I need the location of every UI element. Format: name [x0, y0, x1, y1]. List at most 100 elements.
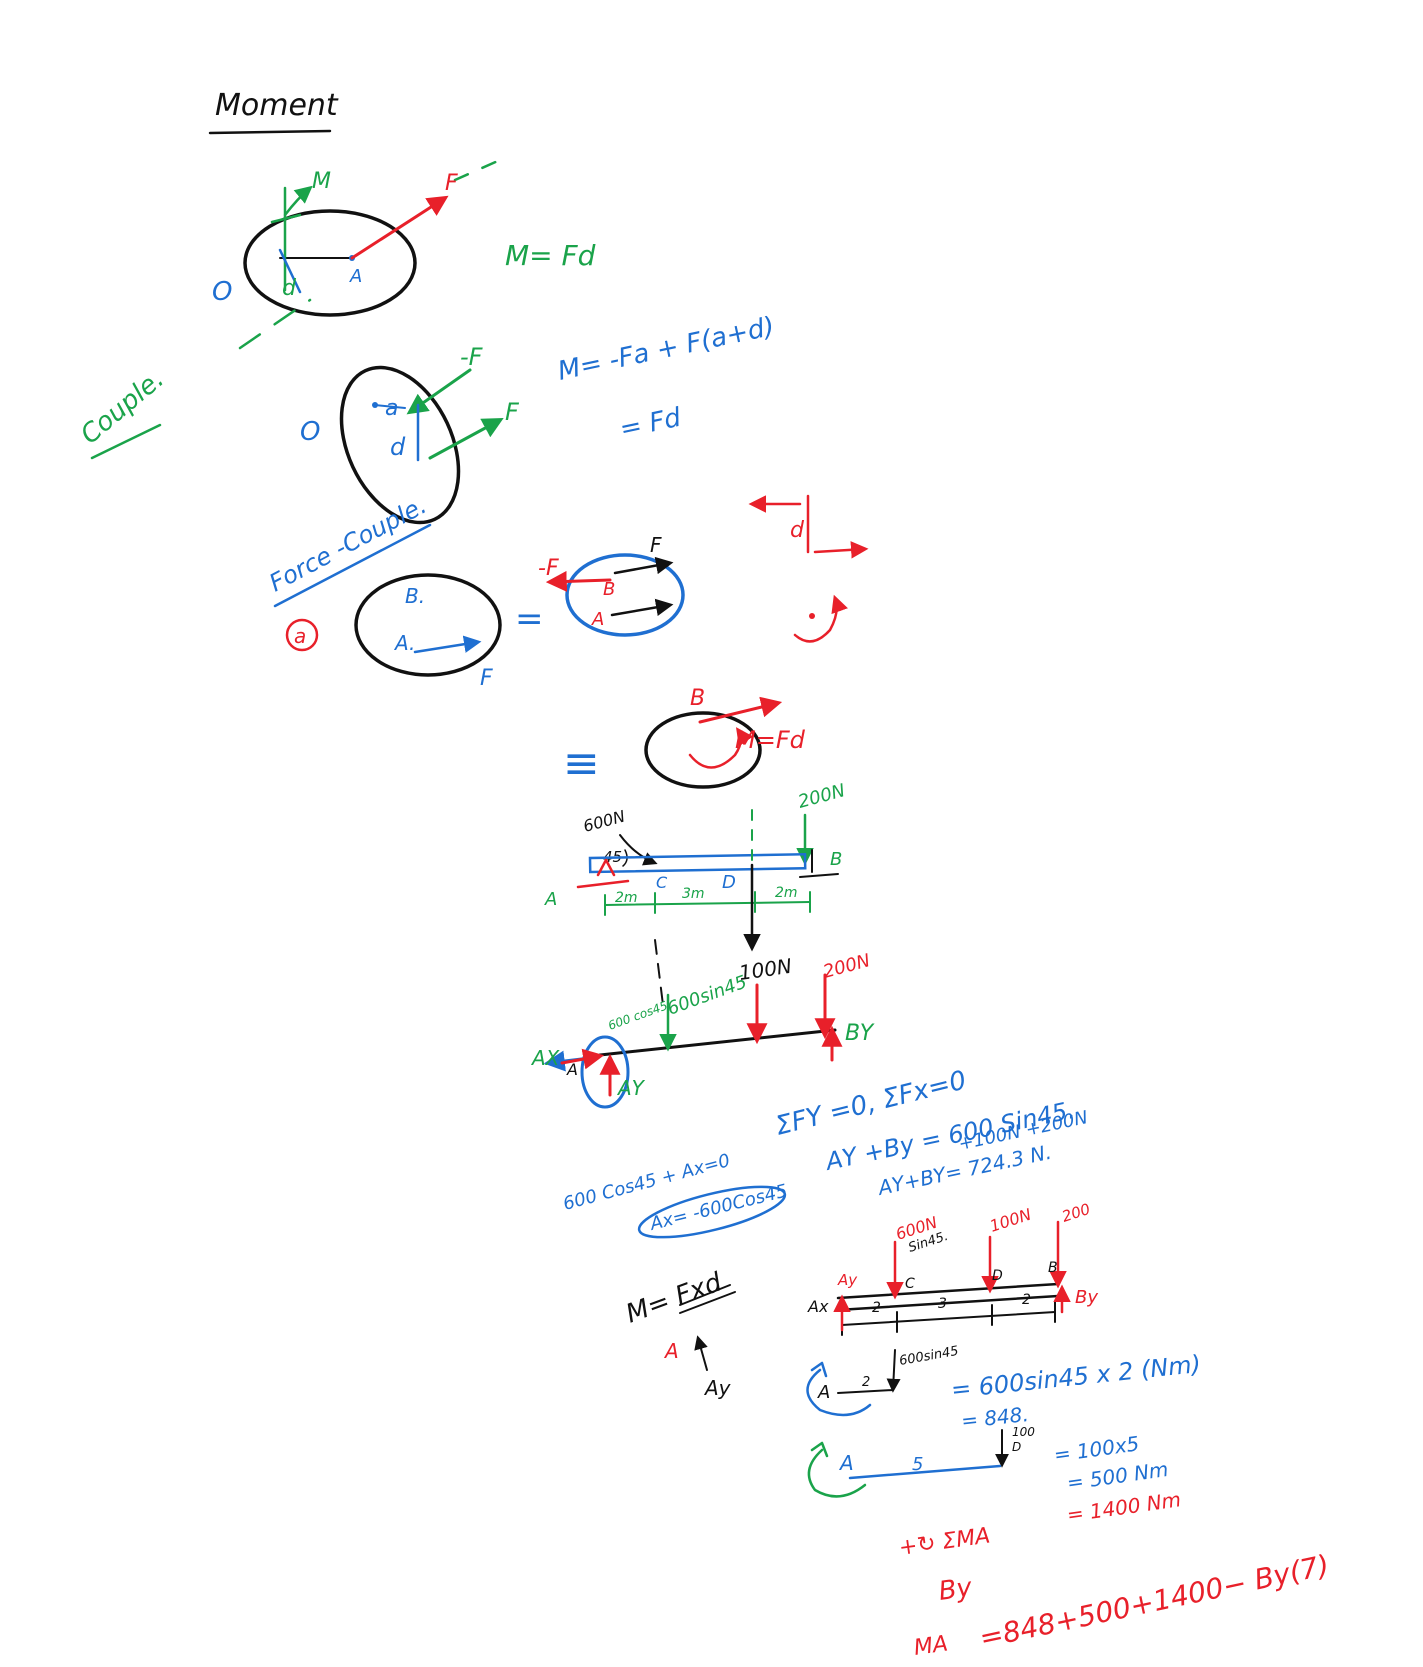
beam2-label-b: B: [1048, 1260, 1058, 1276]
fc-eq-b: B: [690, 686, 705, 711]
fc-side-d: d: [790, 518, 805, 543]
beam-dim-line: [604, 901, 811, 906]
calc-label-d: D: [1012, 1440, 1021, 1454]
moment-label-o: O: [212, 277, 232, 307]
beam2-section: 2 3 2 600N Sin45. 100N 200 Ay Ax C D B B…: [807, 1200, 1098, 1336]
calc-ma-label: MA: [912, 1631, 949, 1660]
eq-boxed-oval: [637, 1185, 787, 1239]
moment-note-a: A: [663, 1339, 679, 1363]
moment-label-m: M: [312, 169, 331, 194]
force-couple-title-underline: [273, 523, 432, 608]
fc-mid-ellipse: [565, 553, 685, 637]
couple-neg-force-arrow: [406, 368, 472, 415]
moment-note-formula: M= Fxd: [622, 1267, 726, 1329]
beam-body: [588, 852, 807, 874]
calc-load-600sin: 600sin45: [898, 1344, 960, 1369]
fbd-label-200n: 200N: [821, 950, 873, 983]
fbd-label-by: BY: [845, 1021, 875, 1046]
beam-label-a: A: [544, 889, 557, 910]
calc-rotation-1: [806, 1368, 872, 1417]
calc-dist-2: 5: [912, 1454, 923, 1475]
fc-eq-force-arrow: [698, 696, 783, 724]
fc-mid-f-arrow-top: [613, 556, 674, 575]
couple-title-underline: [90, 423, 162, 460]
beam2-dim-1: 2: [872, 1300, 881, 1316]
beam-section: 600N 45 200N B A C D 2m 3m 2m: [544, 780, 848, 1006]
moment-note-underline-2: [679, 1291, 736, 1314]
fc-left-b: B.: [405, 584, 425, 608]
moment-axis-bar: [270, 213, 302, 224]
force-couple-section: Force -Couple. a B. A. F = -F F B A d ≡ …: [265, 491, 869, 789]
beam-dim-2m-left: 2m: [615, 890, 638, 906]
beam2-dim-3: 2: [1022, 1292, 1031, 1308]
fc-side-rotation: [793, 594, 848, 643]
force-couple-marker: a: [294, 624, 306, 648]
calc-load-100: 100: [1012, 1425, 1035, 1439]
force-couple-marker-circle: [285, 618, 319, 652]
fc-left-ellipse: [354, 573, 502, 677]
calc-rotation-2: [807, 1448, 867, 1498]
moment-label-f: F: [445, 171, 458, 196]
calc-line-1: = 600sin45 x 2 (Nm): [950, 1350, 1202, 1404]
moment-note-ay: Ay: [703, 1376, 732, 1400]
beam2-dim-2: 3: [938, 1296, 947, 1312]
moment-force-arrow: [350, 195, 449, 260]
beam-pin-support: [596, 858, 616, 877]
fbd-label-a: A: [566, 1060, 578, 1079]
fbd-label-100n: 100N: [737, 954, 793, 985]
moment-note-section: M= Fxd A Ay: [622, 1267, 736, 1400]
fbd-section: 600 cos45 600sin45 100N 200N BY AX A AY: [530, 950, 875, 1109]
fbd-beam: [598, 1028, 837, 1057]
calc-a2: A: [838, 1451, 854, 1475]
fc-mid-f: F: [650, 533, 662, 557]
moment-perp-distance: [278, 248, 302, 294]
calc-section: 600sin45 2 A = 600sin45 x 2 (Nm) = 848. …: [806, 1344, 1332, 1661]
beam2-load-100: 100N: [987, 1205, 1033, 1236]
moment-rotation-arrow: [283, 185, 313, 217]
fc-mid-a: A: [591, 609, 604, 630]
moment-title-underline: [208, 129, 332, 135]
fbd-label-ax: AX: [530, 1046, 561, 1070]
moment-formula: M= Fd: [505, 239, 596, 272]
calc-final: =848+500+1400− By(7): [977, 1548, 1332, 1654]
fc-mid-f-arrow-bottom: [610, 598, 674, 617]
fbd-label-ay: AY: [616, 1076, 646, 1100]
beam2-dim-line: [841, 1311, 1056, 1326]
couple-force-arrow: [428, 417, 504, 460]
beam2-label-c: C: [905, 1276, 915, 1292]
beam-angle-arc: [622, 849, 628, 867]
couple-label-f: F: [505, 398, 520, 426]
beam-load-600-arrow: [619, 834, 658, 866]
moment-body-ellipse: [243, 209, 417, 317]
calc-by-label: By: [937, 1573, 975, 1607]
couple-label-a: a: [385, 396, 398, 421]
force-couple-title: Force -Couple.: [265, 491, 431, 597]
couple-label-negf: -F: [460, 343, 484, 371]
moment-label-d-text: d: [282, 276, 297, 301]
moment-note-underline-1: [679, 1284, 731, 1306]
fc-side-arrow-right: [813, 541, 869, 559]
beam-label-d: D: [722, 872, 736, 893]
calc-arm-2: [848, 1464, 1002, 1480]
beam2-load-200: 200: [1060, 1200, 1093, 1226]
couple-label-o: O: [300, 417, 320, 447]
couple-body-ellipse: [339, 365, 461, 525]
couple-title: Couple.: [75, 364, 170, 450]
beam-load-200: 200N: [796, 780, 848, 813]
fc-eq-m: M=Fd: [735, 726, 806, 754]
calc-rotation-1-head: [810, 1361, 828, 1378]
fc-equiv: ≡: [563, 738, 600, 789]
moment-title: Moment: [215, 88, 339, 123]
couple-a-line: [374, 404, 406, 409]
calc-sum-label: +↻ ΣMA: [897, 1523, 991, 1561]
calc-600sin-arrow: [886, 1349, 901, 1393]
beam2-label-ay: Ay: [837, 1271, 858, 1289]
moment-label-a: A: [349, 266, 362, 287]
fc-left-a: A.: [393, 631, 415, 655]
calc-a1: A: [817, 1382, 830, 1403]
beam-right-ground: [799, 873, 839, 878]
fc-mid-negf: -F: [538, 556, 559, 581]
fc-left-f: F: [480, 666, 493, 691]
calc-arm-1: [837, 1389, 894, 1394]
